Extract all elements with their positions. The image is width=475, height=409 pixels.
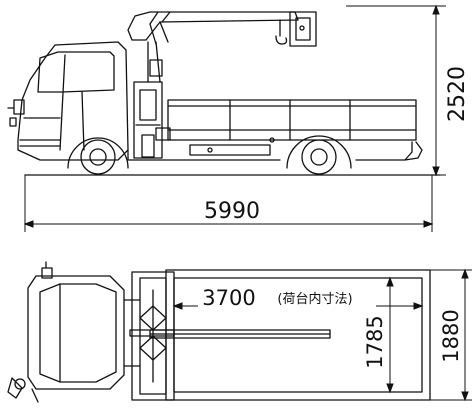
dim-3700-label: 3700 [202,286,255,310]
dim-5990-label: 5990 [204,199,260,224]
side-view-truck [7,11,441,176]
side-rear-bumper [404,141,423,161]
plan-crane-base [129,271,175,401]
side-crane-column [133,41,163,159]
dim-2520-label: 2520 [445,66,470,122]
side-cargo-bed [155,99,417,141]
dim-3700-note: (荷台内寸法) [277,291,352,307]
side-chassis [127,141,413,161]
dim-1880-label: 1880 [439,309,463,362]
plan-cab [7,261,125,403]
dim-5990-line [23,175,434,232]
side-fuel-tank [189,144,271,156]
side-rear-wheel [286,135,352,175]
plan-crane-boom [149,329,331,339]
side-cab [7,41,129,161]
dim-1880-line [430,268,472,402]
plan-view-truck [7,261,431,403]
dim-2520-line [346,4,446,177]
dim-1785-line [386,276,394,394]
side-front-wheel [67,137,129,175]
plan-cargo-bed [165,269,431,401]
dim-1785-label: 1785 [363,315,387,368]
side-crane-boom [127,11,317,47]
